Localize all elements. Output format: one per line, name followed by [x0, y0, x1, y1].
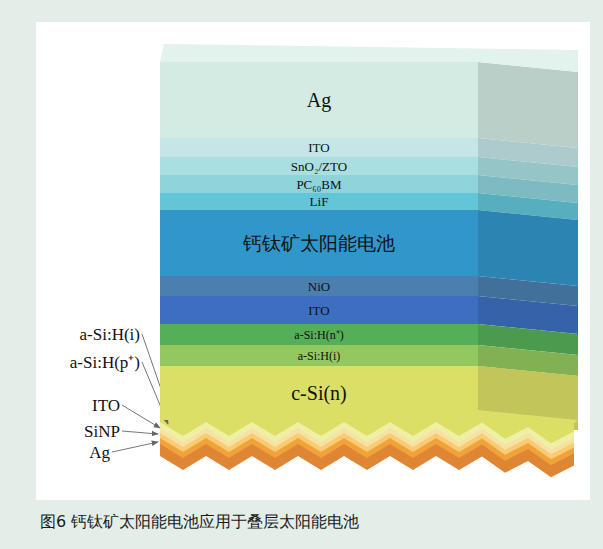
- layer-band: a-Si:H(n⁺): [160, 324, 478, 345]
- layer-side-face: [478, 210, 578, 286]
- leader-line: [122, 431, 158, 434]
- layer-band: SnO₂/ZTO: [160, 157, 478, 175]
- layer-callout: a-Si:H(p⁺): [70, 354, 140, 371]
- layer-label: LiF: [310, 195, 329, 208]
- layer-label: c-Si(n): [291, 383, 347, 403]
- layer-band: a-Si:H(i): [160, 345, 478, 366]
- layer-callout: a-Si:H(i): [80, 326, 140, 343]
- layer-label: ITO: [308, 304, 329, 317]
- leader-line: [112, 442, 158, 452]
- figure-caption: 图6 钙钛矿太阳能电池应用于叠层太阳能电池: [40, 512, 359, 533]
- layer-band: Ag: [160, 62, 478, 138]
- layer-band: c-Si(n): [160, 366, 478, 420]
- layer-callout: SiNP: [84, 423, 120, 440]
- layer-label: Ag: [307, 90, 331, 110]
- layer-callout: Ag: [89, 444, 110, 461]
- layer-label: 钙钛矿太阳能电池: [243, 234, 395, 253]
- layer-label: SnO₂/ZTO: [291, 160, 347, 173]
- layer-label: a-Si:H(n⁺): [294, 329, 343, 341]
- layer-band: ITO: [160, 296, 478, 324]
- layer-band: NiO: [160, 276, 478, 296]
- layer-band: LiF: [160, 193, 478, 210]
- layer-band: 钙钛矿太阳能电池: [160, 210, 478, 276]
- layer-side-face: [478, 62, 578, 148]
- layer-label: NiO: [308, 280, 330, 293]
- layer-band: PC₆₀BM: [160, 175, 478, 193]
- layer-callout: ITO: [92, 397, 120, 414]
- leader-line: [122, 405, 160, 428]
- layer-label: ITO: [308, 141, 329, 154]
- layer-band: ITO: [160, 138, 478, 157]
- layer-label: PC₆₀BM: [296, 178, 341, 191]
- layer-label: a-Si:H(i): [298, 350, 341, 362]
